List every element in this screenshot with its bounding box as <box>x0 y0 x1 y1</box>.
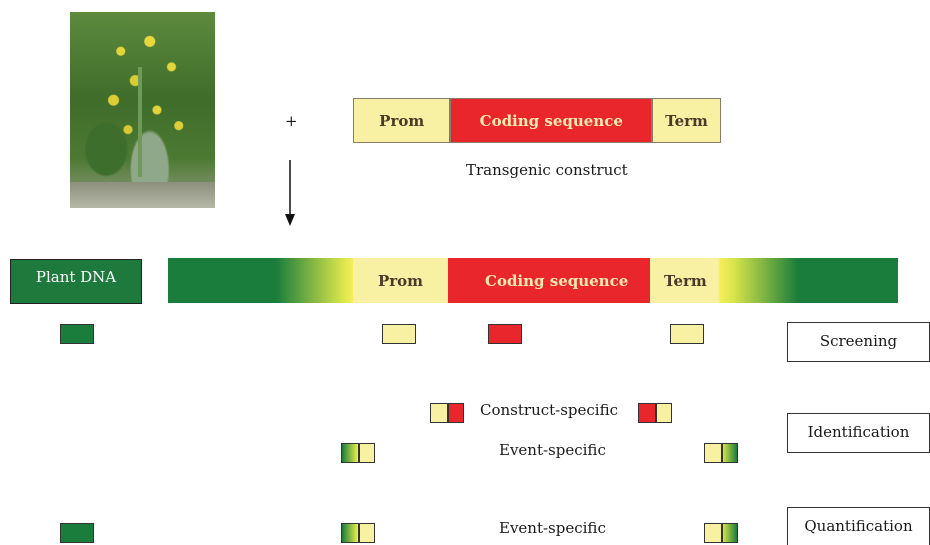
quantification-box: Quantification <box>787 507 930 545</box>
dna-coding-label: Coding sequence <box>485 272 629 290</box>
marker-divider <box>721 444 723 462</box>
marker-divider <box>721 524 723 542</box>
rapeseed-plant-photo <box>70 12 215 208</box>
down-arrow-icon <box>285 160 295 226</box>
screening-plant-dna-marker <box>60 324 94 344</box>
plant-stem <box>138 67 142 177</box>
transgenic-construct-bar: Prom Coding sequence Term <box>353 98 721 143</box>
screening-term-marker <box>670 324 704 344</box>
event-specific-right-marker <box>704 443 738 463</box>
screening-prom-marker <box>382 324 416 344</box>
photo-ground <box>70 182 215 208</box>
identification-box: Identification <box>787 413 930 453</box>
dna-prom-label: Prom <box>378 272 424 290</box>
construct-specific-label: Construct-specific <box>480 401 619 419</box>
quantification-plant-dna-marker <box>60 523 94 543</box>
marker-divider <box>655 404 657 422</box>
screening-box: Screening <box>787 322 930 362</box>
event-specific-label-1: Event-specific <box>499 441 606 459</box>
marker-divider <box>358 444 360 462</box>
event-specific-label-2: Event-specific <box>499 519 606 537</box>
construct-term-segment: Term <box>652 98 721 143</box>
quantification-left-marker <box>341 523 375 543</box>
marker-divider <box>447 404 449 422</box>
construct-specific-right-marker <box>638 403 672 423</box>
plant-dna-label: Plant DNA <box>10 259 142 304</box>
quantification-right-marker <box>704 523 738 543</box>
plus-sign: + <box>285 112 298 130</box>
construct-prom-segment: Prom <box>353 98 451 143</box>
event-specific-left-marker <box>341 443 375 463</box>
construct-coding-segment: Coding sequence <box>450 98 653 143</box>
plant-dna-integrated-bar <box>168 258 898 303</box>
construct-caption: Transgenic construct <box>466 161 628 179</box>
marker-divider <box>358 524 360 542</box>
construct-specific-left-marker <box>430 403 464 423</box>
screening-coding-marker <box>488 324 522 344</box>
dna-term-label: Term <box>664 272 707 290</box>
